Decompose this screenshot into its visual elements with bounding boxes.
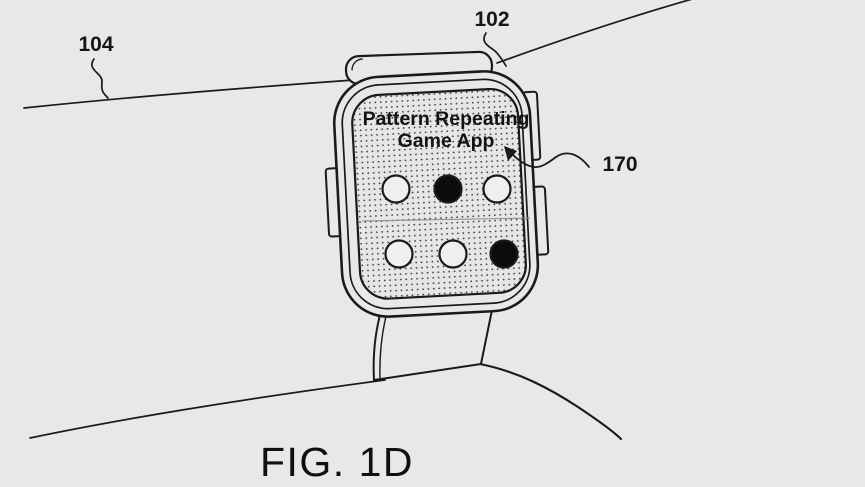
leader-line-102 bbox=[483, 32, 507, 67]
watch-inner-bezel bbox=[341, 78, 531, 310]
watch-strap-bottom bbox=[372, 308, 494, 382]
leader-line-104 bbox=[91, 58, 109, 99]
leader-line-170 bbox=[510, 152, 590, 169]
strap-bottom-shape bbox=[372, 308, 494, 382]
game-dot-r2c3-filled bbox=[489, 239, 519, 269]
leader-arrowhead-icon bbox=[504, 146, 517, 161]
screen-title-line2: Game App bbox=[398, 130, 495, 152]
wrist-contour-lower-left bbox=[29, 379, 386, 439]
wrist-contour-lower-right bbox=[478, 362, 623, 441]
screen-title-line1: Pattern Repeating bbox=[363, 108, 530, 130]
ref-label-170: 170 bbox=[602, 153, 637, 176]
ref-label-104: 104 bbox=[78, 33, 113, 56]
pattern-grid bbox=[381, 174, 519, 269]
arm-contour-upper-right bbox=[496, 0, 693, 64]
strap-top-end-seam bbox=[351, 58, 363, 71]
game-dot-r1c1-empty bbox=[381, 174, 411, 204]
game-dot-r2c2-empty bbox=[438, 239, 468, 269]
arm-contour-upper-left bbox=[23, 78, 369, 109]
game-dot-r2c1-empty bbox=[384, 239, 414, 269]
strap-bottom-inner-edge bbox=[379, 311, 388, 379]
game-dot-r1c2-filled bbox=[433, 174, 463, 204]
game-dot-r1c3-empty bbox=[482, 174, 512, 204]
screen-divider bbox=[361, 217, 531, 222]
figure-caption: FIG. 1D bbox=[260, 439, 414, 485]
ref-label-102: 102 bbox=[474, 8, 509, 31]
screen-content: Pattern Repeating Game App bbox=[361, 108, 531, 269]
